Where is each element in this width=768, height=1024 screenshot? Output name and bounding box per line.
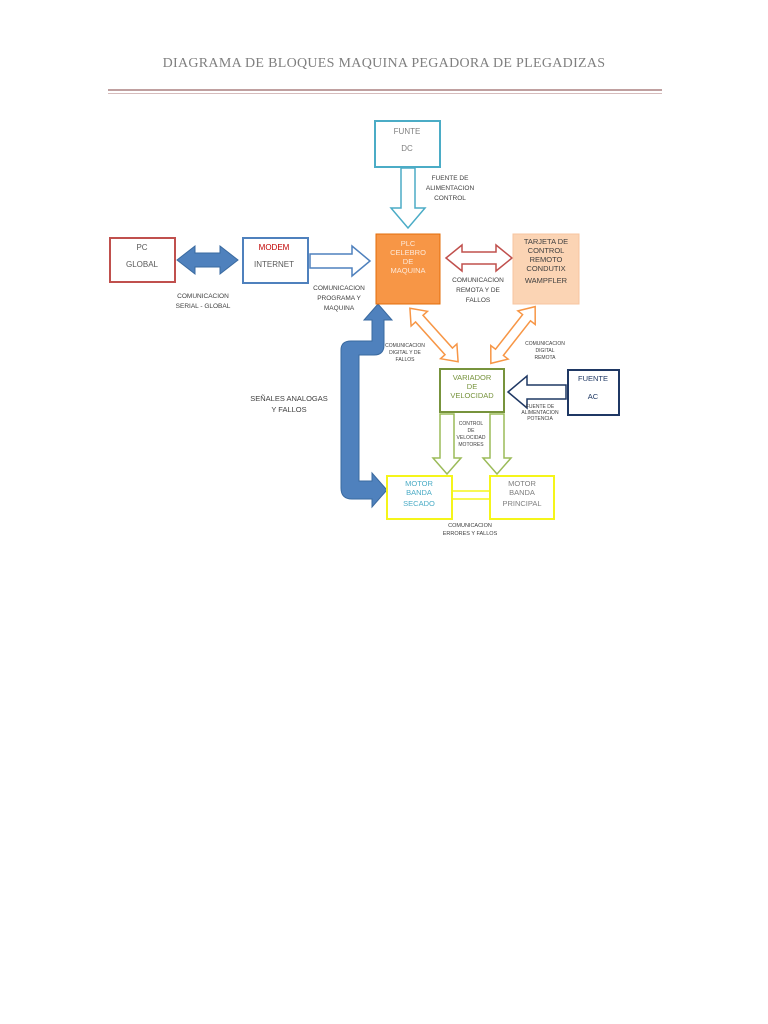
fuente-potencia-line3: POTENCIA: [527, 416, 553, 422]
block-plc: PLC CELEBRO DE MAQUINA: [375, 233, 441, 305]
fuente-ac-line2: AC: [588, 392, 599, 401]
label-com-digital-remota: COMUNICACION DIGITAL REMOTA: [525, 341, 565, 361]
control-vel-line3: VELOCIDAD: [457, 435, 486, 441]
modem-line1: MODEM: [259, 243, 290, 252]
fuente-potencia-line2: ALIMENTACION: [521, 410, 559, 416]
funte-dc-line2: DC: [401, 144, 413, 153]
motor-principal-line1: MOTOR: [508, 479, 536, 488]
com-digital-fallos-line1: COMUNICACION: [385, 343, 425, 349]
label-com-errores-fallos: COMUNICACION ERRORES Y FALLOS: [443, 523, 498, 537]
arrow-variador-to-motor-principal: [481, 413, 513, 476]
com-errores-line2: ERRORES Y FALLOS: [443, 531, 498, 537]
com-programa-line2: PROGRAMA Y: [317, 295, 361, 302]
motor-principal-line2: BANDA: [509, 488, 535, 497]
com-remota-line3: FALLOS: [466, 297, 491, 304]
tarjeta-line1: TARJETA DE: [524, 237, 568, 246]
com-remota-line1: COMUNICACION: [452, 277, 504, 284]
block-tarjeta-control: TARJETA DE CONTROL REMOTO CONDUTIX WAMPF…: [512, 233, 580, 305]
com-digital-remota-line2: DIGITAL: [535, 348, 554, 354]
plc-line1: PLC: [401, 239, 416, 248]
label-com-remota-fallos: COMUNICACION REMOTA Y DE FALLOS: [452, 277, 504, 304]
fuente-alim-line1: FUENTE DE: [432, 175, 470, 182]
com-programa-line1: COMUNICACION: [313, 285, 365, 292]
arrow-tarjeta-variador: [490, 305, 536, 365]
modem-line2: INTERNET: [254, 260, 294, 269]
arrow-variador-to-motor-secado: [431, 413, 463, 476]
block-motor-principal: MOTOR BANDA PRINCIPAL: [489, 475, 555, 520]
motor-principal-line3: PRINCIPAL: [502, 499, 541, 508]
control-vel-line2: DE: [468, 428, 476, 434]
label-com-serial-global: COMUNICACION SERIAL - GLOBAL: [176, 293, 231, 310]
fuente-alim-line2: ALIMENTACION: [426, 185, 475, 192]
arrow-plc-tarjeta: [444, 243, 514, 273]
com-errores-line1: COMUNICACION: [448, 523, 492, 529]
fuente-potencia-line1: FUENTE DE: [526, 404, 555, 410]
arrow-senales-analogas: [340, 303, 394, 509]
fuente-alim-line3: CONTROL: [434, 195, 466, 202]
page-title: DIAGRAMA DE BLOQUES MAQUINA PEGADORA DE …: [162, 56, 606, 71]
com-serial-line2: SERIAL - GLOBAL: [176, 303, 231, 310]
header-rule-thin: [108, 93, 662, 94]
label-fuente-potencia: FUENTE DE ALIMENTACION POTENCIA: [521, 404, 559, 422]
variador-line1: VARIADOR: [453, 373, 492, 382]
com-programa-line3: MAQUINA: [324, 305, 355, 312]
arrow-modem-to-plc: [309, 244, 372, 278]
arrow-plc-variador: [409, 307, 459, 363]
label-control-velocidad: CONTROL DE VELOCIDAD MOTORES: [457, 421, 486, 448]
arrow-funte-to-plc: [389, 167, 427, 230]
variador-line3: VELOCIDAD: [450, 391, 494, 400]
label-com-digital-fallos: COMUNICACION DIGITAL Y DE FALLOS: [385, 343, 425, 363]
com-serial-line1: COMUNICACION: [177, 293, 229, 300]
com-digital-fallos-line3: FALLOS: [396, 357, 416, 363]
com-remota-line2: REMOTA Y DE: [456, 287, 500, 294]
arrow-pc-modem: [176, 244, 239, 276]
arrow-fuente-ac-to-variador: [506, 374, 567, 410]
block-funte-dc: FUNTE DC: [374, 120, 441, 168]
fuente-ac-line1: FUENTE: [578, 374, 608, 383]
motor-secado-line1: MOTOR: [405, 479, 433, 488]
block-motor-secado: MOTOR BANDA SECADO: [386, 475, 453, 520]
motor-secado-line2: BANDA: [406, 488, 432, 497]
control-vel-line4: MOTORES: [458, 442, 484, 448]
motor-secado-line3: SECADO: [403, 499, 435, 508]
senales-line2: Y FALLOS: [271, 405, 306, 414]
label-fuente-alimentacion-control: FUENTE DE ALIMENTACION CONTROL: [426, 175, 475, 202]
label-senales-analogas: SEÑALES ANALOGAS Y FALLOS: [250, 394, 328, 414]
block-fuente-ac: FUENTE AC: [567, 369, 620, 416]
tarjeta-line4: CONDUTIX: [526, 264, 565, 273]
tarjeta-line5: WAMPFLER: [525, 276, 568, 285]
block-variador: VARIADOR DE VELOCIDAD: [439, 368, 505, 413]
plc-line3: DE: [403, 257, 413, 266]
block-modem-internet: MODEM INTERNET: [242, 237, 309, 284]
plc-line2: CELEBRO: [390, 248, 426, 257]
pc-global-line2: GLOBAL: [126, 260, 159, 269]
tarjeta-line2: CONTROL: [528, 246, 565, 255]
com-digital-remota-line1: COMUNICACION: [525, 341, 565, 347]
control-vel-line1: CONTROL: [459, 421, 484, 427]
pc-global-line1: PC: [136, 243, 147, 252]
label-com-programa-maquina: COMUNICACION PROGRAMA Y MAQUINA: [313, 285, 365, 312]
funte-dc-line1: FUNTE: [394, 127, 421, 136]
com-digital-remota-line3: REMOTA: [534, 355, 556, 361]
block-pc-global: PC GLOBAL: [109, 237, 176, 283]
senales-line1: SEÑALES ANALOGAS: [250, 394, 328, 403]
variador-line2: DE: [467, 382, 477, 391]
com-digital-fallos-line2: DIGITAL Y DE: [389, 350, 421, 356]
tarjeta-line3: REMOTO: [530, 255, 563, 264]
plc-line4: MAQUINA: [390, 266, 425, 275]
header-rule: [108, 89, 662, 91]
